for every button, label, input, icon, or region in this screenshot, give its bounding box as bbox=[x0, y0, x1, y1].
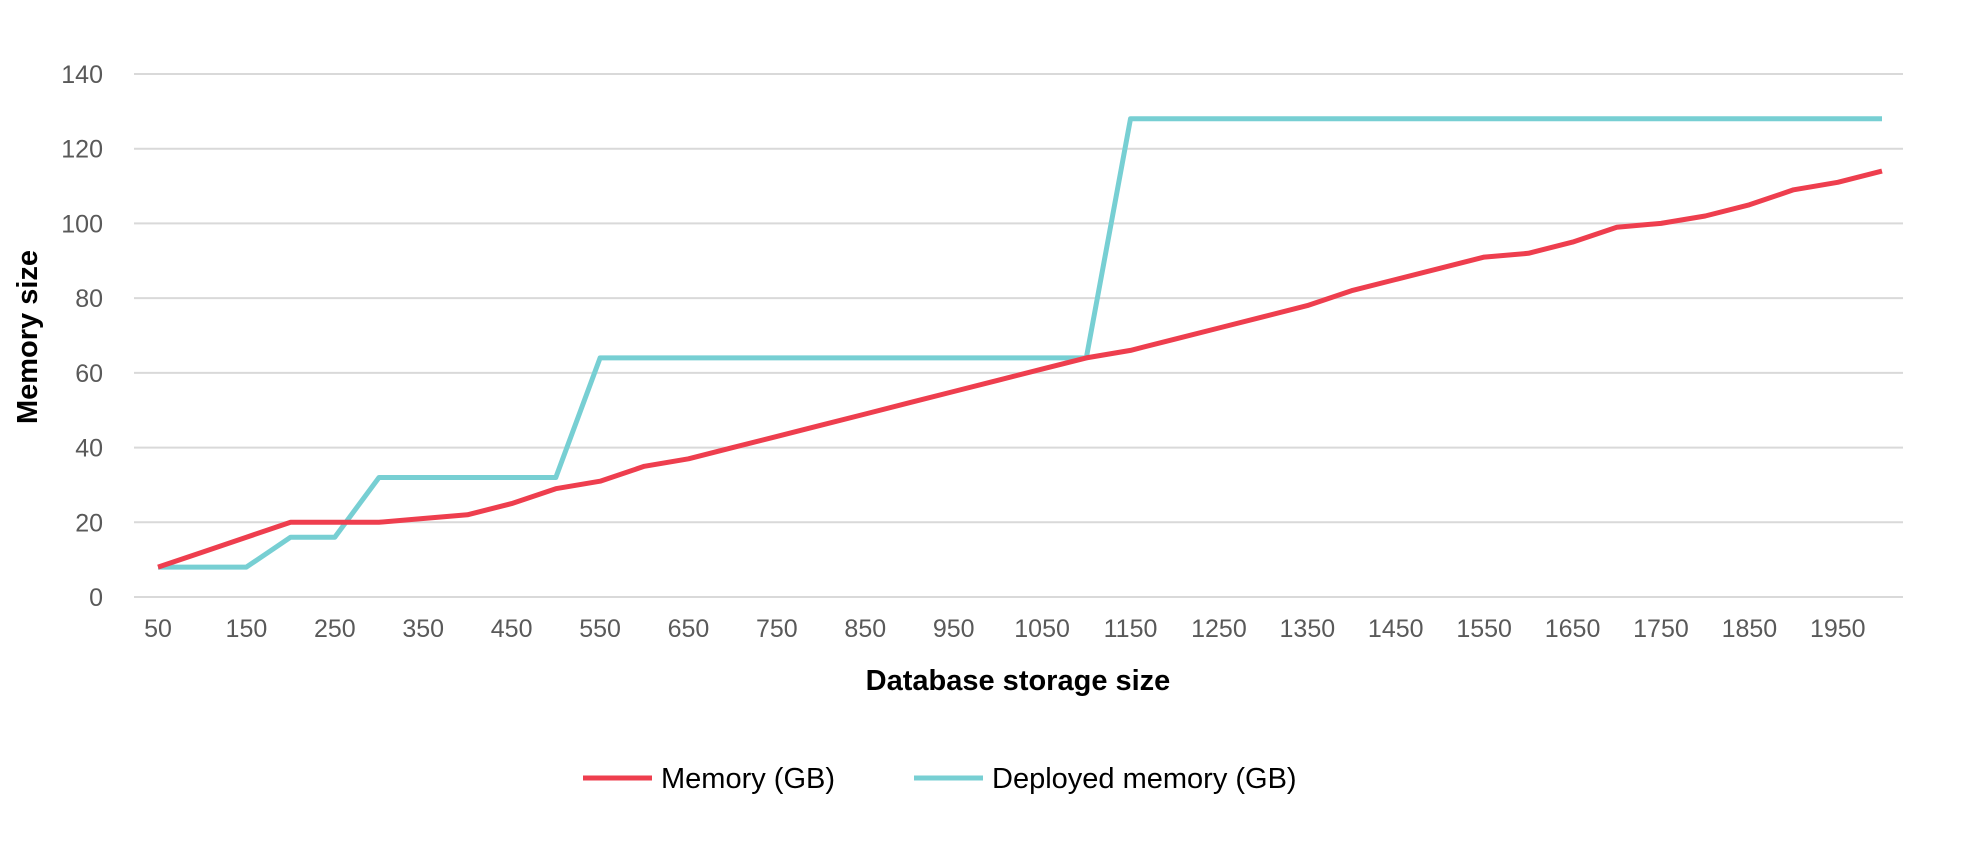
x-tick-label: 1550 bbox=[1456, 615, 1512, 643]
x-tick-label: 150 bbox=[226, 615, 268, 643]
x-tick-label: 1150 bbox=[1104, 615, 1158, 643]
x-tick-label: 850 bbox=[844, 615, 886, 643]
x-tick-label: 750 bbox=[756, 615, 798, 643]
x-tick-label: 650 bbox=[668, 615, 710, 643]
gridlines bbox=[134, 73, 1903, 598]
y-tick-label: 100 bbox=[61, 210, 103, 238]
legend-label-memory: Memory (GB) bbox=[661, 763, 835, 795]
y-tick-label: 20 bbox=[75, 509, 103, 537]
series-line-memory bbox=[157, 168, 1883, 570]
y-tick-label: 40 bbox=[75, 435, 103, 463]
x-tick-label: 1050 bbox=[1014, 615, 1070, 643]
y-axis-title: Memory size bbox=[12, 250, 44, 424]
x-tick-label: 1950 bbox=[1810, 615, 1866, 643]
x-tick-label: 1250 bbox=[1191, 615, 1247, 643]
series-lines bbox=[157, 116, 1883, 570]
x-tick-label: 1650 bbox=[1545, 615, 1601, 643]
series-line-deployed-memory bbox=[158, 116, 1882, 570]
y-tick-label: 120 bbox=[61, 136, 103, 164]
x-tick-label: 950 bbox=[933, 615, 975, 643]
x-tick-label: 1850 bbox=[1722, 615, 1778, 643]
y-axis-tick-labels: 0 20 40 60 80 100 120 140 bbox=[61, 61, 103, 612]
y-tick-label: 140 bbox=[61, 61, 103, 89]
x-tick-label: 550 bbox=[579, 615, 621, 643]
y-tick-label: 80 bbox=[75, 285, 103, 313]
x-tick-label: 1450 bbox=[1368, 615, 1424, 643]
y-tick-label: 0 bbox=[89, 584, 103, 612]
y-tick-label: 60 bbox=[75, 360, 103, 388]
legend: Memory (GB) Deployed memory (GB) bbox=[583, 763, 1297, 795]
x-tick-label: 50 bbox=[144, 615, 172, 643]
x-axis-tick-labels: 50 150 250 350 450 550 650 750 850 950 1050 1150 125… bbox=[144, 615, 1866, 643]
x-tick-label: 450 bbox=[491, 615, 533, 643]
legend-label-deployed-memory: Deployed memory (GB) bbox=[992, 763, 1297, 795]
x-tick-label: 1350 bbox=[1280, 615, 1336, 643]
x-tick-label: 1750 bbox=[1633, 615, 1689, 643]
x-tick-label: 350 bbox=[402, 615, 444, 643]
x-tick-label: 250 bbox=[314, 615, 356, 643]
x-axis-title: Database storage size bbox=[866, 665, 1171, 697]
